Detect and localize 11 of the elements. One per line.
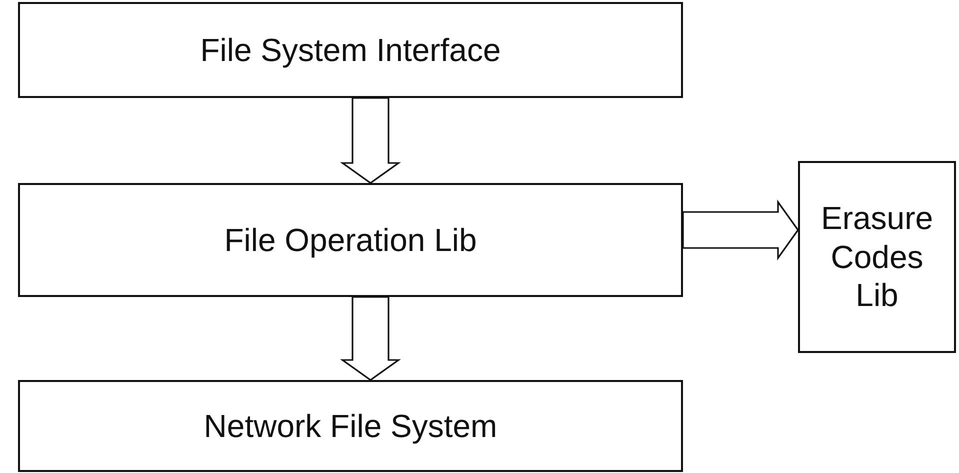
process-box xyxy=(18,183,683,297)
process-box xyxy=(798,161,956,353)
box-label: File Operation Lib xyxy=(224,220,477,260)
block-arrow xyxy=(682,200,799,260)
block-arrow xyxy=(340,296,401,381)
block-arrow xyxy=(340,97,401,184)
box-label: File System Interface xyxy=(200,30,501,70)
process-box xyxy=(18,2,683,98)
box-label: Network File System xyxy=(204,406,498,446)
box-label: Erasure Codes Lib xyxy=(820,199,934,315)
process-box xyxy=(18,380,683,472)
